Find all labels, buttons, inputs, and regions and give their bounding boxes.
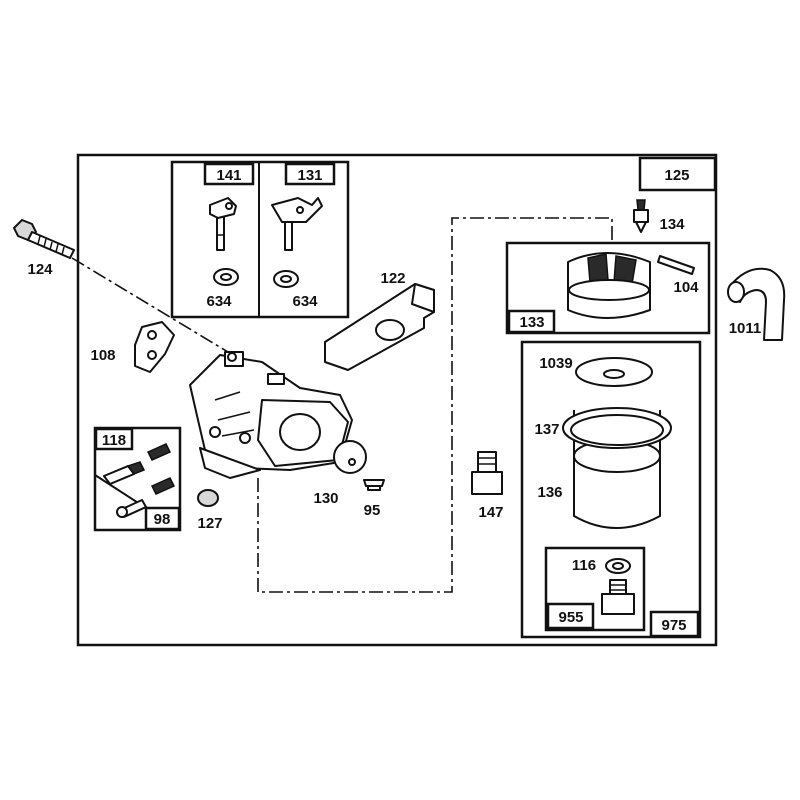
callout-125[interactable]: 125	[638, 156, 717, 192]
outer-frame	[76, 153, 718, 647]
label-118[interactable]: 118	[102, 432, 126, 449]
label-975[interactable]: 975	[661, 617, 686, 634]
carburetor-body[interactable]	[189, 351, 353, 479]
label-125: 125	[664, 167, 689, 184]
label-136[interactable]: 136	[537, 484, 562, 501]
label-95[interactable]: 95	[364, 502, 381, 519]
label-104[interactable]: 104	[673, 279, 699, 296]
float-133[interactable]	[567, 252, 651, 319]
throttle-shaft-131[interactable]	[271, 197, 323, 251]
fuel-hose-1011[interactable]	[727, 267, 786, 341]
label-127[interactable]: 127	[197, 515, 222, 532]
seal-washer-634-right[interactable]	[273, 270, 299, 288]
inlet-needle-134[interactable]	[633, 199, 649, 233]
kit-box-975	[520, 340, 702, 639]
bowl-gasket-1039[interactable]	[575, 357, 653, 387]
welch-plug-127[interactable]	[197, 489, 219, 507]
screw-95[interactable]	[363, 479, 385, 491]
label-1011[interactable]: 1011	[729, 320, 762, 337]
kit-box-141-131	[170, 160, 350, 319]
label-141[interactable]: 141	[216, 167, 241, 184]
label-134[interactable]: 134	[659, 216, 685, 233]
float-pin-104[interactable]	[657, 255, 695, 275]
bowl-nut-955[interactable]	[601, 579, 635, 615]
label-955[interactable]: 955	[558, 609, 583, 626]
bolt-alignment-line	[71, 257, 229, 353]
label-122[interactable]: 122	[380, 270, 405, 287]
insulator-122[interactable]	[324, 283, 435, 371]
label-137[interactable]: 137	[534, 421, 559, 438]
choke-shaft-141[interactable]	[209, 197, 237, 251]
label-634-right[interactable]: 634	[292, 293, 318, 310]
label-130[interactable]: 130	[313, 490, 338, 507]
kit-box-133	[505, 241, 711, 335]
mounting-bolt-124[interactable]	[12, 218, 75, 259]
idle-screw-118[interactable]	[103, 443, 172, 485]
label-98[interactable]: 98	[154, 511, 171, 528]
label-147[interactable]: 147	[478, 504, 503, 521]
washer-116[interactable]	[605, 558, 631, 574]
diaphragm-130[interactable]	[333, 440, 367, 474]
label-1039[interactable]: 1039	[539, 355, 572, 372]
o-ring-137[interactable]	[562, 407, 672, 449]
label-108[interactable]: 108	[90, 347, 115, 364]
kit-box-955	[544, 546, 646, 632]
assembly-route-line	[257, 217, 613, 593]
fitting-147[interactable]	[471, 451, 503, 495]
label-634-left[interactable]: 634	[206, 293, 232, 310]
label-124[interactable]: 124	[27, 261, 53, 278]
label-131[interactable]: 131	[297, 167, 322, 184]
seal-washer-634-left[interactable]	[213, 268, 239, 286]
label-133[interactable]: 133	[519, 314, 544, 331]
label-116[interactable]: 116	[572, 557, 596, 574]
mixture-screw-98[interactable]	[116, 477, 176, 518]
gasket-108[interactable]	[134, 321, 175, 373]
